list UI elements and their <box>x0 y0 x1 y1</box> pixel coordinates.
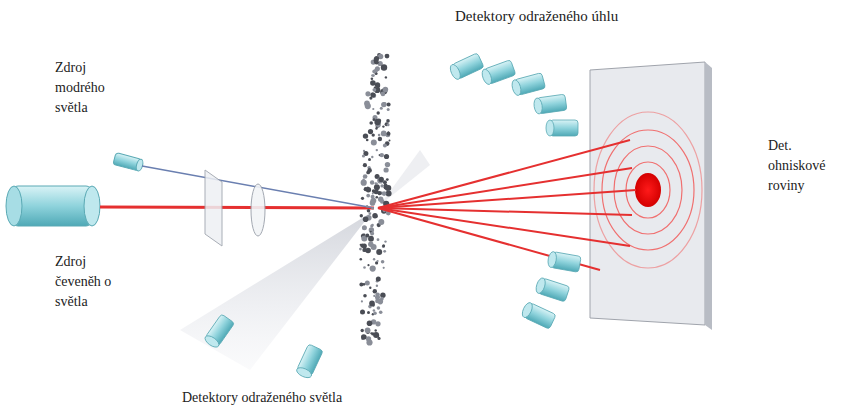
scattered-rays <box>378 140 636 270</box>
blue-light-source <box>113 153 144 172</box>
angle-detectors <box>448 53 578 136</box>
detector-label: Detektory odraženého úhlu <box>455 6 618 26</box>
lens <box>205 170 222 246</box>
source-label: Zdroj čeveněh o světla <box>55 252 113 312</box>
lens <box>251 184 265 236</box>
red-beam <box>100 207 374 208</box>
source-label: Zdroj modrého světla <box>55 58 115 118</box>
reflected-light-detectors <box>203 314 323 380</box>
detector-label: Det. ohniskové roviny <box>768 136 842 196</box>
detector-label: Detektory odraženého světla <box>182 388 342 408</box>
angle-detectors <box>520 251 581 329</box>
particle-cloud <box>359 53 392 346</box>
focal-plane-detector <box>590 62 712 330</box>
red-light-source <box>6 186 100 226</box>
